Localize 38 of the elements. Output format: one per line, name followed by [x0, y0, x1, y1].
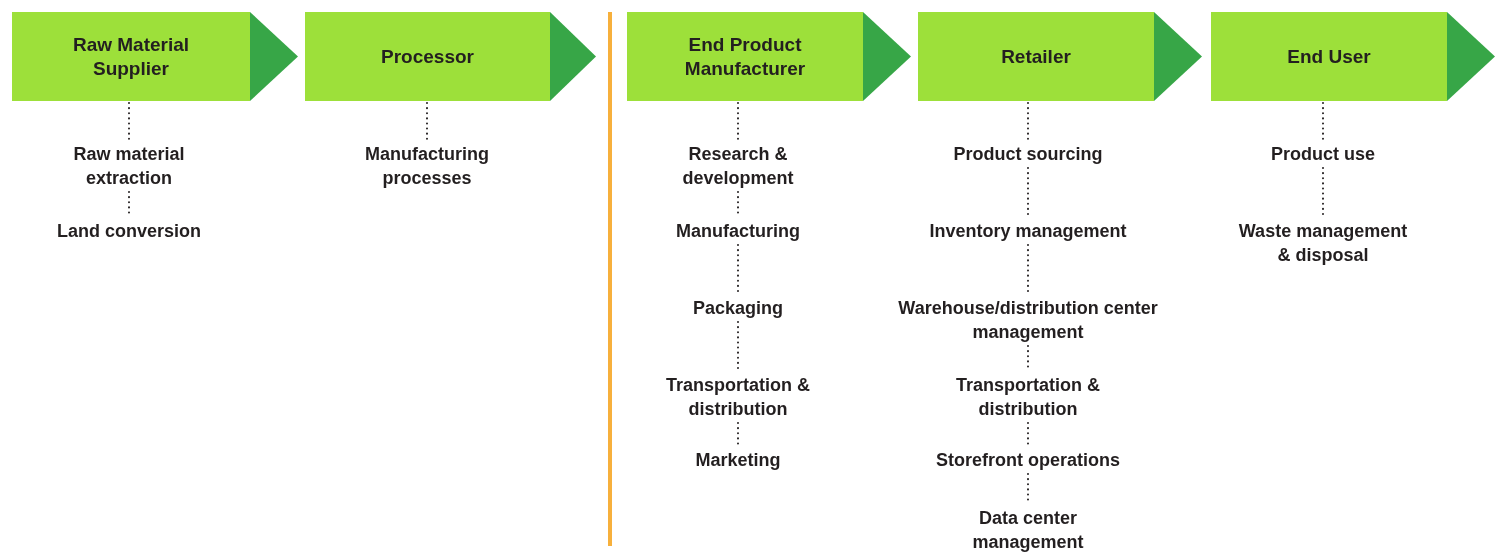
activity-label: Data center management: [928, 506, 1128, 554]
dotted-connector: [128, 102, 130, 141]
dotted-connector: [1027, 244, 1029, 295]
activity-label: Warehouse/distribution center management: [893, 296, 1163, 344]
chevron-box: [918, 12, 1202, 101]
activity-label: Inventory management: [929, 219, 1127, 243]
dotted-connector: [737, 102, 739, 141]
stage-label: Raw Material Supplier: [71, 32, 191, 81]
dotted-connector: [737, 321, 739, 372]
chevron-box: [305, 12, 596, 101]
chevron-box: [1211, 12, 1495, 101]
dotted-connector: [1027, 167, 1029, 218]
dotted-connector: [1027, 422, 1029, 447]
stage-label: Processor: [380, 44, 475, 69]
dotted-connector: [1322, 167, 1324, 218]
activity-label: Marketing: [695, 448, 781, 472]
activity-label: Product sourcing: [953, 142, 1103, 166]
activity-label: Packaging: [693, 296, 783, 320]
activity-label: Transportation & distribution: [658, 373, 818, 421]
dotted-connector: [737, 422, 739, 447]
stage-label: End Product Manufacturer: [683, 32, 807, 81]
activity-label: Manufacturing: [676, 219, 800, 243]
activity-label: Manufacturing processes: [327, 142, 527, 190]
chevron-box: [12, 12, 298, 101]
activity-label: Product use: [1271, 142, 1375, 166]
chevron-box: [627, 12, 911, 101]
stage-label: Retailer: [1000, 44, 1072, 69]
dotted-connector: [1027, 102, 1029, 141]
dotted-connector: [737, 244, 739, 295]
activity-label: Transportation & distribution: [948, 373, 1108, 421]
activity-label: Land conversion: [57, 219, 201, 243]
activity-label: Raw material extraction: [29, 142, 229, 190]
activity-label: Research & development: [638, 142, 838, 190]
activity-label: Storefront operations: [936, 448, 1120, 472]
stage-label: End User: [1286, 44, 1372, 69]
dotted-connector: [426, 102, 428, 141]
dotted-connector: [1322, 102, 1324, 141]
activity-label: Waste management & disposal: [1236, 219, 1410, 267]
